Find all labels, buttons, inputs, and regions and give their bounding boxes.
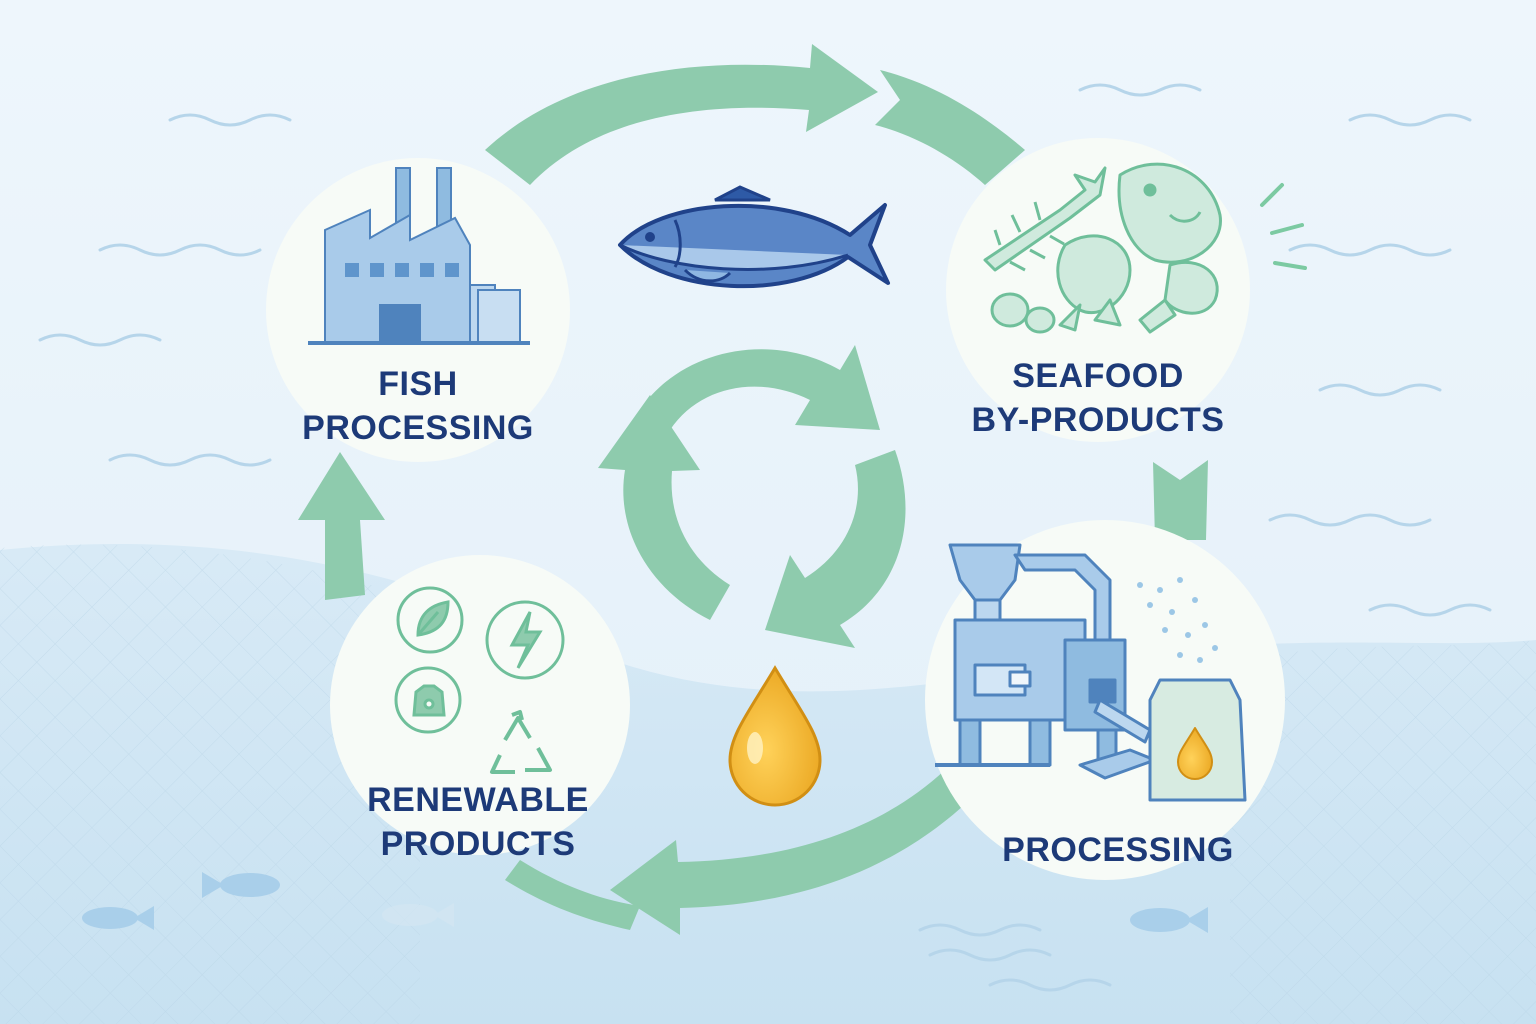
fish-processing-line2: PROCESSING <box>302 409 534 447</box>
arrow-fish-to-seafood <box>485 44 878 185</box>
cycle-arrows <box>298 44 1208 935</box>
recycle-symbol-icon <box>490 710 552 774</box>
seafood-byproducts-line2: BY-PRODUCTS <box>971 401 1225 439</box>
renewable-icons <box>394 586 565 774</box>
oil-drop-icon <box>728 665 822 807</box>
fishing-net-right <box>1230 640 1536 1024</box>
arrow-renewable-to-fish <box>298 452 385 600</box>
processing-line1: PROCESSING <box>1002 831 1234 869</box>
renewable-products-line1: RENEWABLE <box>367 781 589 819</box>
recycle-arrows-icon <box>598 345 906 648</box>
oil-drop-highlight <box>747 732 763 764</box>
leaf-badge-icon <box>396 586 464 654</box>
node-renewable-products-circle <box>330 555 630 855</box>
feed-bag-badge-icon <box>394 666 462 734</box>
fish-processing-line1: FISH <box>378 365 458 403</box>
powder-particles <box>1137 577 1218 663</box>
arrow-top-right <box>875 70 1025 185</box>
seafood-byproducts-line1: SEAFOOD <box>1012 357 1184 395</box>
freshness-rays <box>1260 183 1307 270</box>
node-label-seafood-byproducts: SEAFOOD BY-PRODUCTS <box>948 354 1248 442</box>
arrow-processing-to-renewable <box>610 770 980 935</box>
arrow-bottom-left <box>505 860 640 930</box>
factory-icon <box>308 167 530 345</box>
product-bag-icon <box>1148 678 1247 802</box>
seafood-scraps-icon <box>983 162 1222 334</box>
background-fish <box>82 872 1208 933</box>
processing-machine-icon <box>935 543 1157 780</box>
node-label-fish-processing: FISH PROCESSING <box>268 362 568 450</box>
fishing-net-left <box>0 544 420 1024</box>
node-label-processing: PROCESSING <box>968 828 1268 872</box>
arrow-seafood-to-processing <box>1153 460 1208 540</box>
water-waves <box>38 83 1492 992</box>
node-label-renewable-products: RENEWABLE PRODUCTS <box>328 778 628 866</box>
fish-icon <box>618 185 890 289</box>
energy-badge-icon <box>485 600 565 680</box>
renewable-products-line2: PRODUCTS <box>380 825 576 863</box>
